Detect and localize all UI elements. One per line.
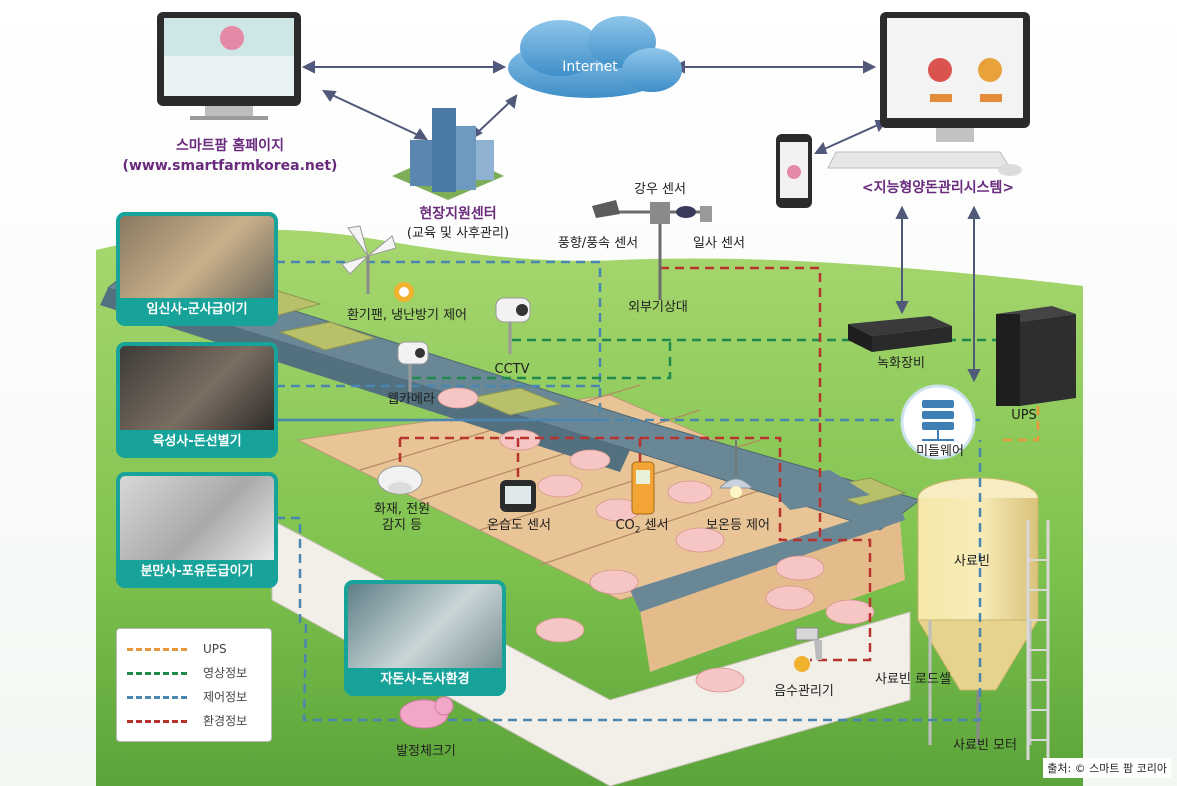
fire-detector-label-1: 화재, 전원 xyxy=(373,502,431,517)
management-system-monitor-icon xyxy=(827,12,1030,176)
heat-lamp-label: 보온등 제어 xyxy=(706,518,770,533)
water-manager-label: 음수관리기 xyxy=(774,684,834,699)
homepage-url: (www.smartfarmkorea.net) xyxy=(122,158,338,174)
feed-motor-label: 사료빈 모터 xyxy=(953,738,1017,753)
support-center-sub-label: (교육 및 사후관리) xyxy=(406,226,510,241)
barn-photo-image xyxy=(348,584,502,668)
internet-cloud-icon xyxy=(508,16,682,98)
temp-humidity-sensor-icon xyxy=(500,480,536,512)
legend-swatch xyxy=(127,696,187,699)
co2-text: CO xyxy=(615,518,635,533)
webcam-icon xyxy=(397,341,429,392)
legend-item-ups: UPS xyxy=(127,641,227,657)
legend-swatch xyxy=(127,720,187,723)
recorder-icon xyxy=(848,316,952,352)
smartphone-icon xyxy=(776,134,812,208)
legend: UPS 영상정보 제어정보 환경정보 xyxy=(116,628,272,742)
weather-station-label: 외부기상대 xyxy=(628,300,688,315)
ups-icon xyxy=(996,306,1076,406)
source-credit: 출처: © 스마트 팜 코리아 xyxy=(1043,758,1171,778)
cctv-label: CCTV xyxy=(494,362,530,377)
legend-label: UPS xyxy=(203,642,227,656)
co2-rest: 센서 xyxy=(640,518,669,533)
legend-swatch xyxy=(127,648,187,651)
middleware-server-icon xyxy=(900,384,976,460)
support-center-label: 현장지원센터 xyxy=(419,206,497,222)
barn-caption: 육성사-돈선별기 xyxy=(120,430,274,454)
barn-photo-gestation: 임신사-군사급이기 xyxy=(116,212,278,326)
legend-label: 영상정보 xyxy=(203,666,248,680)
cctv-camera-icon xyxy=(495,297,531,354)
water-manager-icon xyxy=(794,627,822,672)
barn-photo-image xyxy=(120,346,274,430)
barn-caption: 임신사-군사급이기 xyxy=(120,298,274,322)
barn-photo-image xyxy=(120,216,274,298)
system-title: <지능형양돈관리시스템> xyxy=(861,180,1015,196)
internet-label: Internet xyxy=(562,59,618,75)
fan-control-label: 환기팬, 냉난방기 제어 xyxy=(346,308,468,323)
legend-label: 제어정보 xyxy=(203,690,248,704)
support-center-building-icon xyxy=(392,108,504,200)
co2-subscript: 2 xyxy=(634,525,641,536)
weather-station-icon xyxy=(592,200,712,300)
barn-photo-farrowing: 분만사-포유돈급이기 xyxy=(116,472,278,588)
feed-bin-label: 사료빈 xyxy=(954,554,990,569)
fire-detector-icon xyxy=(377,465,423,495)
legend-item-environment: 환경정보 xyxy=(127,713,247,729)
barn-photo-nursery: 자돈사-돈사환경 xyxy=(344,580,506,696)
legend-swatch xyxy=(127,672,187,675)
ventilation-fan-icon xyxy=(341,225,414,302)
homepage-title: 스마트팜 홈페이지 xyxy=(176,138,284,154)
rain-sensor-label: 강우 센서 xyxy=(634,182,686,197)
pig-heat-detector-icon xyxy=(399,696,454,729)
heat-detector-label: 발정체크기 xyxy=(396,744,456,759)
temp-humidity-label: 온습도 센서 xyxy=(487,518,551,533)
co2-sensor-icon xyxy=(631,461,655,515)
feed-bin-icon xyxy=(917,477,1050,760)
barn-caption: 분만사-포유돈급이기 xyxy=(120,560,274,584)
barn-photo-image xyxy=(120,476,274,560)
wind-sensor-label: 풍향/풍속 센서 xyxy=(557,236,639,251)
co2-sensor-label: CO2 센서 xyxy=(602,518,682,539)
barn-caption: 자돈사-돈사환경 xyxy=(348,668,502,692)
middleware-label: 미들웨어 xyxy=(916,444,964,459)
recorder-label: 녹화장비 xyxy=(877,356,925,371)
legend-item-video: 영상정보 xyxy=(127,665,247,681)
fire-detector-label-2: 감지 등 xyxy=(381,518,422,533)
webcam-label: 웹카메라 xyxy=(387,392,435,407)
legend-label: 환경정보 xyxy=(203,714,248,728)
solar-sensor-label: 일사 센서 xyxy=(693,236,745,251)
heat-lamp-icon xyxy=(718,440,754,498)
load-cell-label: 사료빈 로드셀 xyxy=(875,672,951,687)
barn-photo-growing: 육성사-돈선별기 xyxy=(116,342,278,458)
homepage-monitor-icon xyxy=(157,12,301,120)
ups-label: UPS xyxy=(1011,408,1037,423)
legend-item-control: 제어정보 xyxy=(127,689,247,705)
